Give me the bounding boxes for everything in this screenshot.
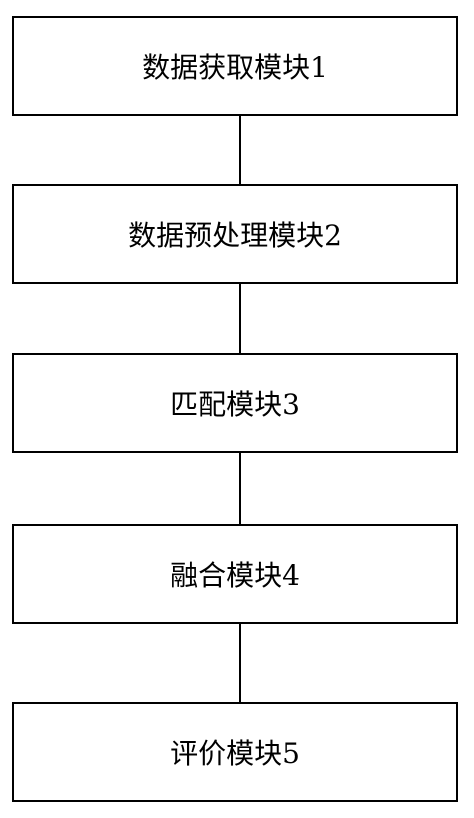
evaluation-module-label: 评价模块5 (170, 737, 300, 770)
data-preprocessing-module-label: 数据预处理模块2 (128, 219, 342, 252)
fusion-module-box: 融合模块4 (12, 524, 458, 624)
connector-2-3 (239, 284, 241, 353)
connector-4-5 (239, 624, 241, 702)
connector-3-4 (239, 453, 241, 524)
data-acquisition-module-box: 数据获取模块1 (12, 16, 458, 116)
matching-module-label: 匹配模块3 (170, 388, 300, 421)
data-preprocessing-module-box: 数据预处理模块2 (12, 184, 458, 284)
evaluation-module-box: 评价模块5 (12, 702, 458, 802)
data-acquisition-module-label: 数据获取模块1 (142, 51, 328, 84)
connector-1-2 (239, 116, 241, 184)
fusion-module-label: 融合模块4 (170, 559, 300, 592)
matching-module-box: 匹配模块3 (12, 353, 458, 453)
